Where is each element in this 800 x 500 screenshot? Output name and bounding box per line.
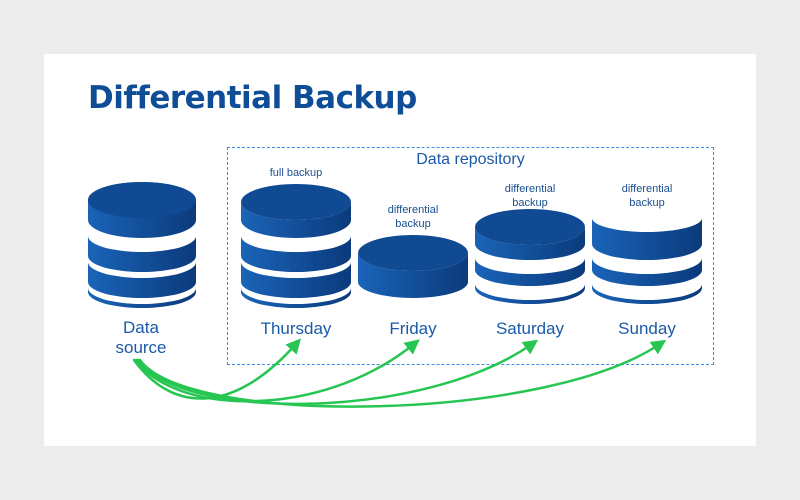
data-repository-label: Data repository [416,151,525,168]
diagram-title: Differential Backup [88,80,417,116]
thursday-type-label: full backup [241,166,351,180]
saturday-database-icon [475,209,585,304]
thursday-type-line1: full backup [269,167,323,179]
data-source-label: Data source [81,318,201,358]
friday-type-line2: backup [395,218,431,230]
saturday-type-label: differential backup [475,182,585,210]
data-repository-box [227,147,714,365]
friday-label: Friday [389,319,437,338]
data-source-database-icon [88,182,196,308]
friday-type-line1: differential [387,204,439,216]
sunday-type-label: differential backup [592,182,702,210]
friday-type-label: differential backup [358,203,468,231]
sunday-type-line2: backup [629,197,665,209]
backup-arrows [132,338,667,408]
thursday-database-icon [241,184,351,308]
friday-database-icon [358,235,468,298]
arrow-to-saturday [136,339,539,406]
data-source-line1: Data [123,318,159,337]
data-source-line2: source [115,338,167,357]
sunday-database-icon [592,218,702,304]
saturday-type-line2: backup [512,197,548,209]
thursday-label: Thursday [260,319,332,338]
sunday-label: Sunday [618,319,676,338]
arrow-to-sunday [138,339,667,408]
saturday-type-line1: differential [504,183,556,195]
saturday-label: Saturday [495,319,565,338]
sunday-type-line1: differential [621,183,673,195]
